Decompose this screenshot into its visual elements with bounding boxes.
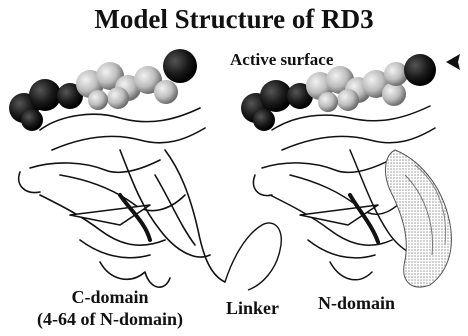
c-domain-range: (4-64 of N-domain): [37, 309, 183, 329]
n-domain-shaded-region: [385, 150, 451, 287]
active-surface-arrow: [446, 54, 460, 70]
linker-label: Linker: [226, 298, 279, 319]
active-surface-label: Active surface: [230, 50, 333, 70]
c-domain-ribbon: [19, 108, 225, 287]
c-domain-name: C-domain: [71, 287, 148, 307]
n-domain-label: N-domain: [318, 293, 395, 314]
c-domain-label: C-domain (4-64 of N-domain): [0, 286, 220, 330]
linker-strand: [225, 223, 281, 290]
